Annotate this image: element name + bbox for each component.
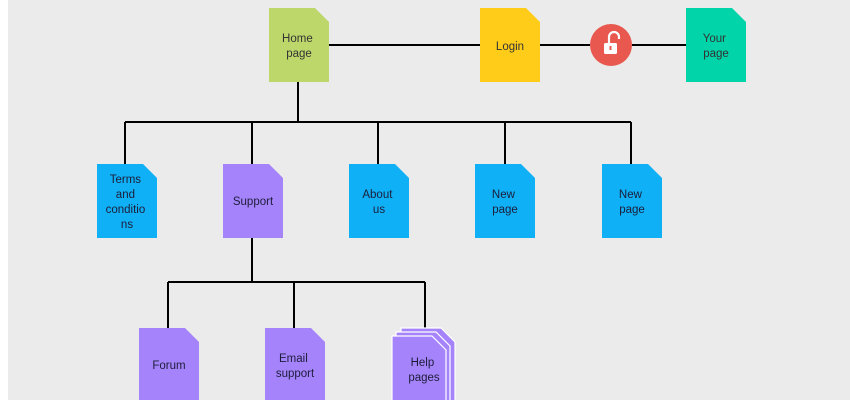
- label-line: page: [619, 204, 645, 216]
- page-shape: [139, 328, 199, 400]
- node-support[interactable]: Support: [223, 164, 283, 238]
- node-label: New page: [492, 189, 518, 216]
- node-label: Help pages: [408, 357, 440, 384]
- page-shape: [265, 328, 325, 400]
- label-line: Support: [233, 196, 274, 208]
- lock-shackle: [607, 30, 621, 44]
- lock-keyhole: [609, 46, 612, 50]
- sitemap-svg: Home page Login Your page: [97, 8, 746, 400]
- label-line: and: [116, 189, 135, 201]
- node-your-page[interactable]: Your page: [686, 8, 746, 82]
- label-line: page: [286, 48, 312, 60]
- page-shape: [349, 164, 409, 238]
- node-forum[interactable]: Forum: [139, 328, 199, 400]
- node-label: Email support: [276, 353, 315, 380]
- label-line: support: [276, 368, 315, 380]
- node-new-page-1[interactable]: New page: [475, 164, 535, 238]
- node-email-support[interactable]: Email support: [265, 328, 325, 400]
- label-line: Home: [282, 33, 313, 45]
- label-line: pages: [408, 372, 440, 384]
- label-line: New: [492, 189, 516, 201]
- node-home-page[interactable]: Home page: [269, 8, 329, 82]
- node-label: About us: [362, 189, 395, 216]
- node-label: Login: [496, 41, 524, 53]
- label-line: New: [619, 189, 643, 201]
- node-label: Forum: [152, 360, 185, 372]
- page-shape: [223, 164, 283, 238]
- label-line: Help: [411, 357, 435, 369]
- label-line: page: [492, 204, 518, 216]
- label-line: Forum: [152, 360, 185, 372]
- page-shape: [97, 164, 157, 238]
- label-line: us: [373, 204, 385, 216]
- node-label: Your page: [703, 33, 729, 60]
- label-line: ns: [121, 219, 133, 231]
- label-line: Email: [279, 353, 308, 365]
- label-line: conditio: [106, 204, 146, 216]
- label-line: page: [703, 48, 729, 60]
- unlocked-padlock-icon: [590, 24, 632, 66]
- page-shape: [475, 164, 535, 238]
- node-label: Home page: [282, 33, 316, 60]
- page-shape: [391, 335, 447, 400]
- node-label: New page: [619, 189, 645, 216]
- label-line: Terms: [110, 174, 142, 186]
- label-line: Your: [703, 33, 726, 45]
- node-help-pages[interactable]: Help pages: [391, 327, 456, 400]
- node-terms-and-conditions[interactable]: Terms and conditio ns: [97, 164, 157, 238]
- node-label: Support: [233, 196, 274, 208]
- label-line: About: [362, 189, 393, 201]
- node-label: Terms and conditio ns: [106, 174, 149, 231]
- connector-lines: [124, 44, 686, 328]
- sitemap-diagram: Home page Login Your page: [8, 0, 850, 400]
- label-line: Login: [496, 41, 524, 53]
- node-login[interactable]: Login: [480, 8, 540, 82]
- node-new-page-2[interactable]: New page: [602, 164, 662, 238]
- node-about-us[interactable]: About us: [349, 164, 409, 238]
- page-shape: [602, 164, 662, 238]
- page-shape: [269, 8, 329, 82]
- page-shape: [480, 8, 540, 82]
- page-shape: [686, 8, 746, 82]
